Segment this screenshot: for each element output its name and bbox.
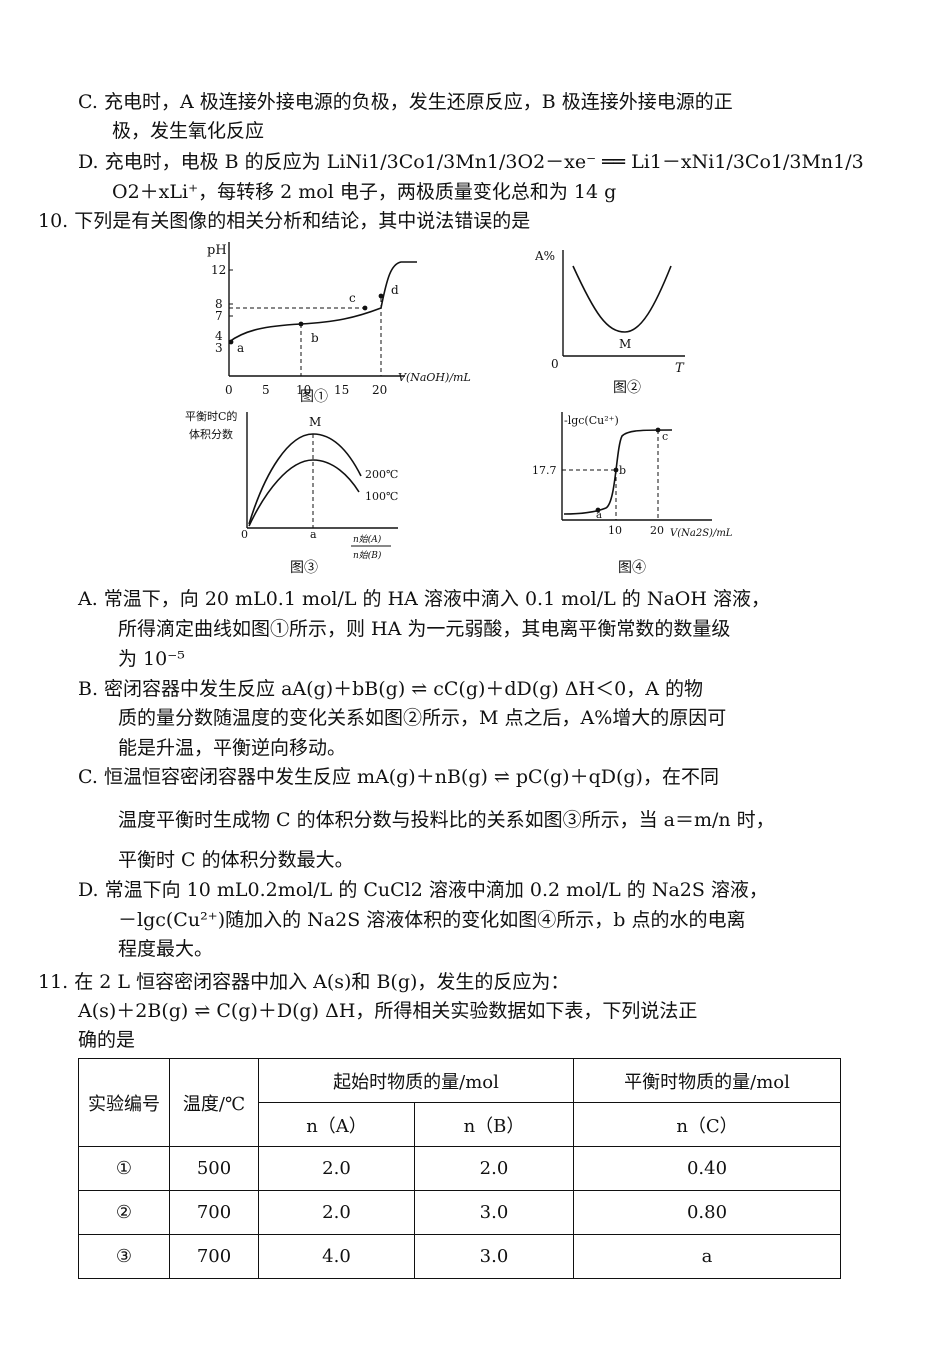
figure-4-copper-curve: -lgc(Cu²⁺) 17.7 a b c 10 20 V(Na2S)/mL xyxy=(532,412,733,539)
cell-n-a: 4.0 xyxy=(258,1234,415,1279)
header-temperature: 温度/℃ xyxy=(169,1058,259,1147)
fig4-point-c: c xyxy=(662,430,668,443)
fig4-xtick-20: 20 xyxy=(650,524,664,537)
fig1-xtick-5: 5 xyxy=(262,383,270,397)
fig3-xtick-a: a xyxy=(310,528,317,541)
q10-option-a-line1: A. 常温下，向 20 mL0.1 mol/L 的 HA 溶液中滴入 0.1 m… xyxy=(78,588,770,610)
fig1-point-c: c xyxy=(349,291,356,305)
table-row: ① 500 2.0 2.0 0.40 xyxy=(78,1146,841,1191)
cell-n-b: 3.0 xyxy=(414,1190,574,1235)
fig1-point-d: d xyxy=(391,283,399,297)
fig4-point-b: b xyxy=(619,464,626,477)
fig4-ytick-17-7: 17.7 xyxy=(532,464,557,477)
fig2-xlabel: T xyxy=(675,361,685,374)
fig3-xlabel-numerator: n始(A) xyxy=(353,534,382,545)
q9-option-d-line1: D. 充电时，电极 B 的反应为 LiNi1/3Co1/3Mn1/3O2－xe⁻… xyxy=(78,151,864,173)
q10-option-b-line1: B. 密闭容器中发生反应 aA(g)＋bB(g) ⇌ cC(g)＋dD(g) Δ… xyxy=(78,678,703,700)
fig1-ytick-4: 4 xyxy=(215,329,223,343)
cell-id: ① xyxy=(78,1146,170,1191)
fig3-series-200c: 200℃ xyxy=(365,468,398,481)
fig2-ylabel: A% xyxy=(535,249,555,263)
q10-option-b-line2: 质的量分数随温度的变化关系如图②所示，M 点之后，A%增大的原因可 xyxy=(118,707,727,729)
figure-2-a-percent-curve: A% 0 T M xyxy=(535,249,685,374)
fig3-series-100c: 100℃ xyxy=(365,490,398,503)
q10-option-a-line3: 为 10⁻⁵ xyxy=(118,648,185,670)
fig2-caption: 图② xyxy=(613,380,641,396)
q9-option-c-line1: C. 充电时，A 极连接外接电源的负极，发生还原反应，B 极连接外接电源的正 xyxy=(78,91,733,113)
fig3-ylabel-line2: 体积分数 xyxy=(189,427,233,441)
fig1-point-b: b xyxy=(311,331,319,345)
q10-option-c-line3: 平衡时 C 的体积分数最大。 xyxy=(118,849,354,871)
fig1-ytick-8: 8 xyxy=(215,297,223,311)
q10-option-a-line2: 所得滴定曲线如图①所示，则 HA 为一元弱酸，其电离平衡常数的数量级 xyxy=(118,618,731,640)
table-row: ② 700 2.0 3.0 0.80 xyxy=(78,1190,841,1235)
header-n-c: n（C） xyxy=(573,1102,841,1147)
fig4-ylabel: -lgc(Cu²⁺) xyxy=(564,414,619,427)
fig1-ylabel: pH xyxy=(207,243,227,258)
cell-n-a: 2.0 xyxy=(258,1190,415,1235)
fig4-point-a: a xyxy=(596,510,602,521)
fig1-xlabel: V(NaOH)/mL xyxy=(398,371,471,384)
fig1-xtick-10: 10 xyxy=(296,383,311,397)
header-experiment-id: 实验编号 xyxy=(78,1058,170,1147)
header-n-b: n（B） xyxy=(414,1102,574,1147)
cell-n-c: a xyxy=(573,1234,841,1279)
fig1-xtick-15: 15 xyxy=(334,383,349,397)
q9-option-c-line2: 极，发生氧化反应 xyxy=(112,120,265,142)
fig3-xlabel-denominator: n始(B) xyxy=(353,550,382,561)
fig4-caption: 图④ xyxy=(618,560,646,576)
fig4-xtick-10: 10 xyxy=(608,524,622,537)
table-row: ③ 700 4.0 3.0 a xyxy=(78,1234,841,1279)
cell-temp: 700 xyxy=(169,1234,259,1279)
q10-option-d-line1: D. 常温下向 10 mL0.2mol/L 的 CuCl2 溶液中滴加 0.2 … xyxy=(78,879,768,901)
fig3-point-m: M xyxy=(309,415,321,429)
fig3-ylabel-line1: 平衡时C的 xyxy=(185,409,237,423)
fig1-caption: 图① xyxy=(300,389,328,405)
fig1-ytick-7: 7 xyxy=(215,309,223,323)
fig1-xtick-20: 20 xyxy=(372,383,387,397)
cell-n-a: 2.0 xyxy=(258,1146,415,1191)
fig3-caption: 图③ xyxy=(290,560,318,576)
fig1-xtick-0: 0 xyxy=(225,383,233,397)
fig1-ytick-12: 12 xyxy=(211,263,226,277)
cell-n-c: 0.40 xyxy=(573,1146,841,1191)
fig2-point-m: M xyxy=(619,337,631,351)
fig2-origin: 0 xyxy=(551,357,559,371)
q11-stem-line3: 确的是 xyxy=(78,1029,136,1051)
header-equilibrium-amount: 平衡时物质的量/mol xyxy=(573,1058,841,1103)
cell-n-c: 0.80 xyxy=(573,1190,841,1235)
cell-temp: 500 xyxy=(169,1146,259,1191)
q10-option-c-line2: 温度平衡时生成物 C 的体积分数与投料比的关系如图③所示，当 a＝m/n 时， xyxy=(118,809,775,831)
fig1-ytick-3: 3 xyxy=(215,341,223,355)
figure-3-volume-fraction-curve: 平衡时C的 体积分数 0 M 200℃ 100℃ a n始(A) n始(B) xyxy=(185,409,398,561)
cell-id: ② xyxy=(78,1190,170,1235)
q10-option-d-line2: －lgc(Cu²⁺)随加入的 Na2S 溶液体积的变化如图④所示，b 点的水的电… xyxy=(118,909,746,931)
cell-n-b: 2.0 xyxy=(414,1146,574,1191)
q11-stem-line1: 11. 在 2 L 恒容密闭容器中加入 A(s)和 B(g)，发生的反应为： xyxy=(38,971,570,993)
fig3-origin: 0 xyxy=(241,528,248,541)
q10-option-b-line3: 能是升温，平衡逆向移动。 xyxy=(118,737,347,759)
header-n-a: n（A） xyxy=(258,1102,415,1147)
cell-temp: 700 xyxy=(169,1190,259,1235)
fig4-xlabel: V(Na2S)/mL xyxy=(670,528,733,539)
q11-stem-line2: A(s)＋2B(g) ⇌ C(g)＋D(g) ΔH，所得相关实验数据如下表，下列… xyxy=(78,1000,698,1022)
q10-stem: 10. 下列是有关图像的相关分析和结论，其中说法错误的是 xyxy=(38,210,531,232)
q9-option-d-line2: O2＋xLi⁺，每转移 2 mol 电子，两极质量变化总和为 14 g xyxy=(112,181,617,203)
figure-1-titration-curve: pH 12 8 7 4 3 0 5 10 15 20 V(NaOH)/mL a … xyxy=(207,242,471,397)
header-initial-amount: 起始时物质的量/mol xyxy=(258,1058,574,1103)
cell-id: ③ xyxy=(78,1234,170,1279)
q10-option-d-line3: 程度最大。 xyxy=(118,938,214,960)
q10-option-c-line1: C. 恒温恒容密闭容器中发生反应 mA(g)＋nB(g) ⇌ pC(g)＋qD(… xyxy=(78,766,719,788)
cell-n-b: 3.0 xyxy=(414,1234,574,1279)
fig1-point-a: a xyxy=(237,341,244,355)
q11-data-table: 实验编号 温度/℃ 起始时物质的量/mol 平衡时物质的量/mol n（A） n… xyxy=(78,1058,841,1279)
